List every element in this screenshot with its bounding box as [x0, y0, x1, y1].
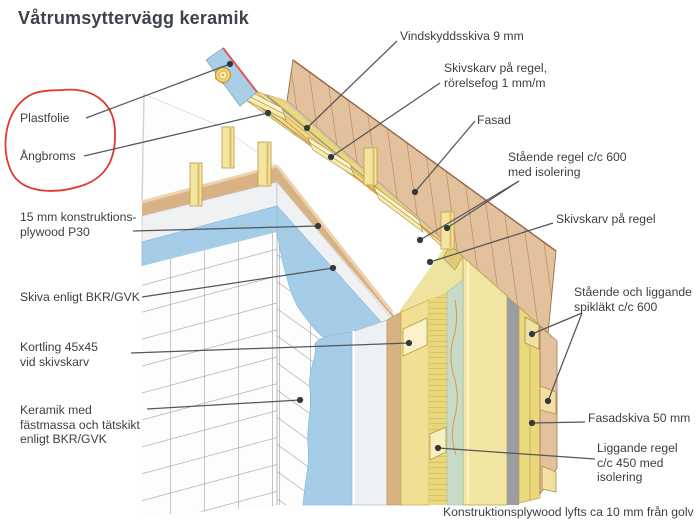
leader-kortling [130, 342, 410, 354]
leader-plastfolie [85, 63, 231, 119]
leader-staende-regel-b [419, 180, 520, 241]
batten-low [541, 465, 557, 493]
label-plastfolie: Plastfolie [20, 111, 70, 125]
facade-planks [286, 59, 557, 335]
foil-red-edge [222, 47, 258, 93]
end-plywood-strip [386, 311, 402, 506]
end-angbroms-strip [446, 279, 464, 506]
label-angbroms: Ångbroms [20, 149, 76, 163]
label-staende-regel: Stående regel c/c 600 med isolering [508, 150, 627, 179]
label-skivskarv-regel: Skivskarv på regel [556, 212, 656, 226]
end-wind-barrier [507, 296, 519, 505]
return-plywood-band [142, 166, 277, 216]
plastic-foil-sheet [205, 47, 258, 107]
label-skiva: Skiva enligt BKR/GVK [20, 290, 140, 304]
leader-skiva [141, 267, 334, 298]
highlight-circle [4, 88, 116, 192]
label-kortling: Kortling 45x45 vid skivskarv [20, 340, 98, 369]
leader-fasadskiva [531, 421, 586, 424]
tile-grid-return [142, 232, 277, 516]
interior-layers-main [275, 165, 464, 506]
figure-caption: Konstruktionsplywood lyfts ca 10 mm från… [443, 505, 694, 519]
label-fasad: Fasad [477, 113, 511, 127]
leader-spiklakt-a [531, 312, 583, 335]
label-liggande-regel: Liggande regel c/c 450 med isolering [597, 441, 678, 485]
page-title: Våtrumsyttervägg keramik [18, 8, 249, 28]
liggande-regel-block [429, 426, 447, 461]
end-big-board [462, 256, 508, 506]
kortling-block [402, 317, 428, 357]
leader-dots [226, 60, 552, 452]
label-skivskarv-rorelsefog: Skivskarv på regel, rörelsefog 1 mm/m [444, 61, 547, 90]
membrane-blue-sweep [302, 331, 353, 506]
leader-liggande-regel [437, 447, 596, 460]
leader-angbroms [83, 112, 269, 157]
label-spiklakt: Stående och liggande spikläkt c/c 600 [574, 285, 692, 314]
label-keramik: Keramik med fästmassa och tätskikt enlig… [20, 403, 140, 447]
leader-plywood [132, 225, 319, 232]
label-fasadskiva: Fasadskiva 50 mm [588, 411, 691, 425]
leader-lines [83, 40, 596, 460]
leader-spiklakt-b [547, 312, 583, 402]
leader-fasad [414, 120, 476, 193]
leader-vindskydd [306, 40, 398, 129]
end-board-strip [351, 319, 388, 506]
foil-roll [215, 67, 231, 83]
leader-skivskarv-regel [429, 222, 554, 263]
leader-keramik [146, 399, 301, 410]
label-vindskydd: Vindskyddsskiva 9 mm [400, 29, 524, 43]
label-plywood: 15 mm konstruktions- plywood P30 [20, 210, 137, 239]
leader-skivskarv-rorelsefog [330, 82, 441, 158]
